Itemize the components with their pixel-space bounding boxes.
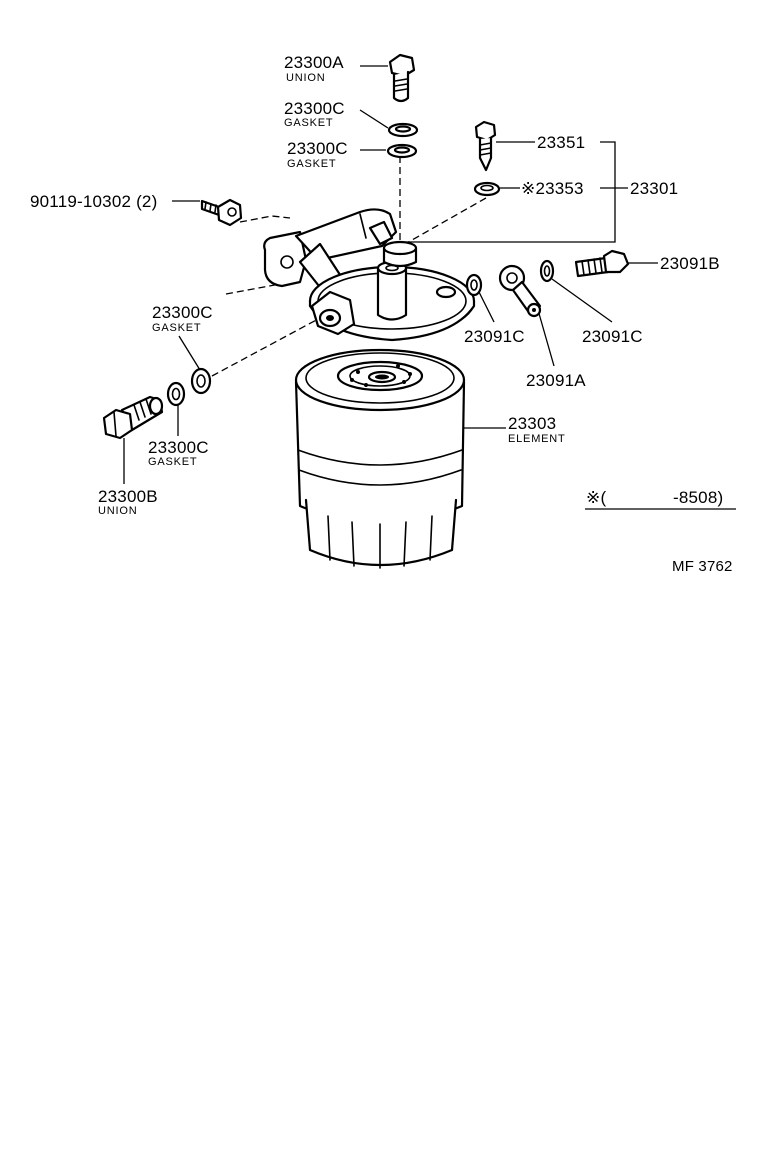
callout-23300b-union: 23300B UNION bbox=[98, 487, 158, 517]
union-bolt-23091b-drawing bbox=[574, 249, 630, 278]
union-bolt-23300a-drawing bbox=[388, 53, 416, 103]
union-23091a-drawing bbox=[498, 264, 542, 318]
part-name: GASKET bbox=[148, 456, 197, 468]
part-name: UNION bbox=[98, 505, 137, 517]
callout-23300c-gasket-top1: 23300C GASKET bbox=[284, 99, 345, 129]
callout-23300c-gasket-left: 23300C GASKET bbox=[152, 303, 213, 334]
part-name: ELEMENT bbox=[508, 433, 566, 445]
diagram-code: MF 3762 bbox=[672, 558, 733, 575]
part-number: 23300C bbox=[287, 139, 348, 158]
part-name: UNION bbox=[286, 72, 325, 84]
filter-bracket-drawing bbox=[263, 208, 476, 342]
callout-90119-bolt: 90119-10302 (2) bbox=[30, 192, 157, 211]
callout-23351-bolt: 23351 bbox=[537, 133, 585, 152]
part-number: 23303 bbox=[508, 414, 556, 433]
phantom-lines bbox=[211, 156, 487, 377]
part-number: 23091A bbox=[526, 371, 586, 390]
footnote-range: -8508) bbox=[673, 488, 723, 507]
callout-23091c-washer-left: 23091C bbox=[464, 327, 525, 346]
footnote-mark: ※( bbox=[586, 488, 606, 507]
part-name: GASKET bbox=[287, 158, 336, 170]
part-name: GASKET bbox=[284, 117, 333, 129]
element-23303-drawing bbox=[294, 348, 466, 569]
callout-23353-washer: ※23353 bbox=[521, 179, 584, 198]
part-number: 23351 bbox=[537, 133, 585, 152]
part-number: 23300A bbox=[284, 53, 344, 72]
callout-23303-element: 23303 ELEMENT bbox=[508, 414, 566, 445]
part-number: 23300C bbox=[148, 438, 209, 457]
part-number: 23300B bbox=[98, 487, 158, 506]
callout-23091a-union: 23091A bbox=[526, 371, 586, 390]
bolt-23351-drawing bbox=[474, 120, 497, 172]
washer-23091c-right-drawing bbox=[539, 259, 555, 283]
callout-23301-group: 23301 bbox=[630, 179, 678, 198]
part-name: GASKET bbox=[152, 322, 201, 334]
part-number: 23091B bbox=[660, 254, 720, 273]
gasket-top1-drawing bbox=[387, 122, 419, 138]
callout-23091b-union-bolt: 23091B bbox=[660, 254, 720, 273]
part-number: 23091C bbox=[582, 327, 643, 346]
part-number: ※23353 bbox=[521, 179, 584, 198]
washer-23353-drawing bbox=[473, 181, 501, 197]
part-number: 23300C bbox=[152, 303, 213, 322]
bolt-90119-drawing bbox=[200, 198, 243, 227]
part-number: 90119-10302 (2) bbox=[30, 192, 157, 211]
washer-23091c-left-drawing bbox=[465, 273, 483, 297]
part-number: 23301 bbox=[630, 179, 678, 198]
union-bolt-23300b-drawing bbox=[102, 395, 164, 440]
callout-23300a-union: 23300A UNION bbox=[284, 53, 344, 84]
gasket-left-drawing bbox=[190, 367, 212, 395]
part-number: 23091C bbox=[464, 327, 525, 346]
gasket-top2-drawing bbox=[386, 143, 418, 159]
part-number: 23300C bbox=[284, 99, 345, 118]
callout-23091c-washer-right: 23091C bbox=[582, 327, 643, 346]
gasket-bottom-drawing bbox=[166, 381, 186, 407]
callout-23300c-gasket-bottom: 23300C GASKET bbox=[148, 438, 209, 468]
callout-23300c-gasket-top2: 23300C GASKET bbox=[287, 139, 348, 170]
footnote: ※( -8508) bbox=[586, 488, 723, 507]
leader-lines bbox=[123, 65, 736, 510]
